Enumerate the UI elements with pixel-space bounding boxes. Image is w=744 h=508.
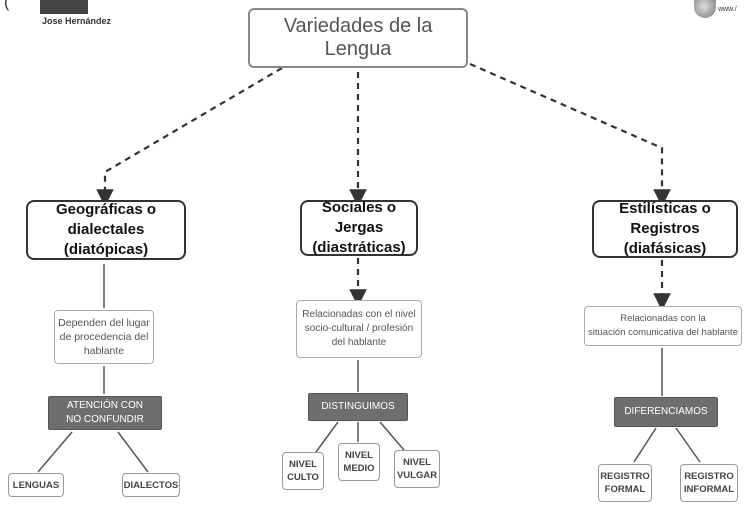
leaf-registro-informal-line2: INFORMAL [683,484,735,495]
leaf-lenguas: LENGUAS [8,473,64,497]
category-estilisticas-line2: (diafásicas) [623,240,707,257]
connector-diferenciamos: DIFERENCIAMOS [614,397,718,427]
leaf-nivel-vulgar-line1: NIVEL [403,457,431,468]
description-geograficas: Dependen del lugar de procedencia del ha… [54,310,154,364]
description-sociales-line2: socio-cultural / profesión [304,323,414,334]
leaf-nivel-vulgar: NIVEL VULGAR [394,450,440,488]
category-estilisticas-line1: Estilísticas o Registros [619,200,711,237]
connector-atencion-line1: ATENCIÓN CON [67,400,143,411]
line-diferenciamos-to-formal [633,427,657,463]
leaf-nivel-culto-line2: CULTO [287,472,319,483]
leaf-nivel-medio: NIVEL MEDIO [338,443,380,481]
line-atencion-to-dialectos [117,431,149,473]
dashed-line-title-to-geograficas [96,67,283,207]
line-atencion-to-lenguas [37,431,73,473]
diagram-title: Variedades de la Lengua [248,8,468,68]
description-geograficas-line3: hablante [83,345,125,357]
category-geograficas-line1: Geográficas o dialectales [55,201,157,238]
url-fragment: www./ [718,6,737,13]
description-geograficas-line1: Dependen del lugar [58,317,150,329]
category-geograficas-line2: (diatópicas) [63,241,149,258]
leaf-registro-formal-line2: FORMAL [604,484,646,495]
category-geograficas: Geográficas o dialectales (diatópicas) [26,200,186,260]
leaf-nivel-medio-line1: NIVEL [345,450,373,461]
description-estilisticas-line1: Relacionadas con la [620,313,706,324]
category-estilisticas: Estilísticas o Registros (diafásicas) [592,200,738,258]
line-distinguimos-to-vulgar [379,421,405,451]
leaf-registro-informal-line1: REGISTRO [684,471,734,482]
author-name: Jose Hernández [42,16,112,26]
logo-image [40,0,88,14]
connector-atencion: ATENCIÓN CON NO CONFUNDIR [48,396,162,430]
category-sociales-line1: Sociales o Jergas [321,199,397,236]
leaf-registro-formal-line1: REGISTRO [600,471,650,482]
leaf-nivel-culto: NIVEL CULTO [282,452,324,490]
leaf-nivel-medio-line2: MEDIO [343,463,375,474]
leaf-nivel-vulgar-line2: VULGAR [396,470,438,481]
line-distinguimos-to-culto [315,421,339,453]
leaf-dialectos-label: DIALECTOS [123,479,179,491]
connector-diferenciamos-label: DIFERENCIAMOS [624,406,708,417]
leaf-lenguas-label: LENGUAS [12,479,60,491]
header-paren: ( [4,0,10,11]
connector-atencion-line2: NO CONFUNDIR [66,414,144,425]
connector-distinguimos-label: DISTINGUIMOS [321,401,395,412]
globe-icon [694,0,716,18]
description-estilisticas-line2: situación comunicativa del hablante [588,327,738,338]
category-sociales: Sociales o Jergas (diastráticas) [300,199,418,256]
description-sociales-line3: del hablante [331,337,387,348]
leaf-registro-formal: REGISTRO FORMAL [598,464,652,502]
category-sociales-line2: (diastráticas) [312,239,406,256]
connector-distinguimos: DISTINGUIMOS [308,393,408,421]
leaf-nivel-culto-line1: NIVEL [289,459,317,470]
dashed-line-title-to-estilisticas [469,62,671,207]
description-geograficas-line2: de procedencia del [59,331,149,343]
leaf-registro-informal: REGISTRO INFORMAL [680,464,738,502]
description-sociales-line1: Relacionadas con el nivel [302,309,416,320]
line-diferenciamos-to-informal [675,427,701,463]
description-estilisticas: Relacionadas con la situación comunicati… [584,306,742,346]
description-sociales: Relacionadas con el nivel socio-cultural… [296,300,422,358]
leaf-dialectos: DIALECTOS [122,473,180,497]
